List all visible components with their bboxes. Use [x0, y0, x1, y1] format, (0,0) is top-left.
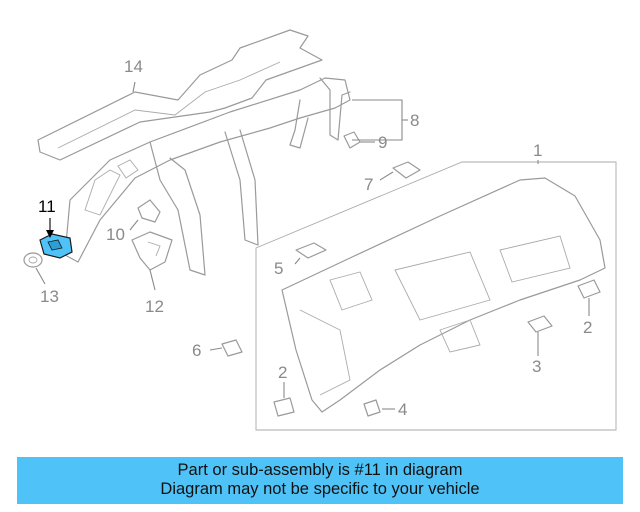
part-1-instrument-panel: [255, 161, 617, 431]
callout-10: 10: [106, 225, 125, 244]
banner-line-1: Part or sub-assembly is #11 in diagram: [177, 461, 463, 479]
leader-lines: [35, 81, 590, 410]
callout-14: 14: [124, 57, 143, 76]
part-10-bracket: [137, 199, 161, 223]
callout-12: 12: [145, 297, 164, 316]
part-3-clip: [527, 315, 553, 333]
callout-8: 8: [410, 111, 419, 130]
callout-9: 9: [378, 133, 387, 152]
banner-line-2: Diagram may not be specific to your vehi…: [160, 480, 480, 498]
part-7-clip: [392, 161, 421, 179]
parts-diagram: 14 1 8 9 7 5 10 12 11 13 6 4 2 2 3: [23, 29, 617, 431]
callout-7: 7: [364, 175, 373, 194]
part-5-clip: [295, 242, 327, 259]
part-2-clip-right: [577, 279, 601, 299]
callout-13: 13: [40, 287, 59, 306]
part-14-panel: [37, 29, 323, 161]
part-4-clip: [363, 399, 381, 417]
callout-11: 11: [38, 197, 56, 216]
part-13-clip: [23, 252, 43, 268]
callout-4: 4: [398, 400, 407, 419]
callout-3: 3: [532, 357, 541, 376]
callout-6: 6: [192, 341, 201, 360]
callout-5: 5: [274, 259, 283, 278]
callout-2-left: 2: [278, 363, 287, 382]
callout-1: 1: [533, 141, 542, 160]
dash-frame: [64, 77, 351, 276]
callout-2-right: 2: [583, 318, 592, 337]
part-6-clip: [221, 339, 243, 357]
callout-labels: 14 1 8 9 7 5 10 12 11 13 6 4 2 2 3: [38, 57, 592, 419]
part-11-bracket-highlighted: [39, 233, 73, 259]
info-banner: Part or sub-assembly is #11 in diagram D…: [17, 457, 623, 504]
part-2-clip-left: [273, 397, 295, 417]
part-12-bracket: [131, 231, 173, 271]
